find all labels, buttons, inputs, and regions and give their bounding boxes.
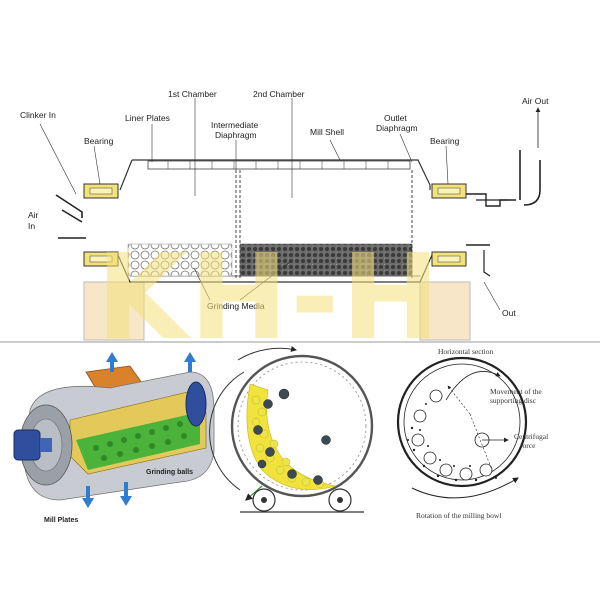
bearing-right-label: Bearing	[430, 136, 460, 146]
air-out-label: Air Out	[522, 96, 549, 106]
mill-cross-section: Clinker In Bearing Liner Plates 1st Cham…	[0, 89, 600, 343]
mill-3d-illustration: Grinding balls Mill Plates	[13, 352, 215, 524]
drive-motor	[13, 429, 41, 461]
grinding-balls-3d	[76, 412, 200, 470]
outlet-diaphragm-label-2: Diaphragm	[376, 123, 418, 133]
mill-shell-label: Mill Shell	[310, 127, 344, 137]
up-arrow-left	[106, 352, 118, 372]
movement-label-2: supporting disc	[490, 396, 537, 405]
liner-plates-label: Liner Plates	[125, 113, 170, 123]
watermark: KH-H	[96, 228, 442, 366]
mill-rotation-circle	[209, 346, 374, 513]
planetary-section: Horizontal section Movement of the suppo…	[396, 347, 548, 520]
rotation-label: Rotation of the milling bowl	[416, 511, 501, 520]
horizontal-section-label: Horizontal section	[438, 347, 493, 356]
intermediate-diaphragm-label-2: Diaphragm	[215, 130, 257, 140]
grinding-balls-label: Grinding balls	[146, 469, 193, 476]
chamber2-label: 2nd Chamber	[253, 89, 305, 99]
milling-bowl	[396, 356, 528, 488]
movement-label-1: Movement of the	[490, 387, 542, 396]
grinding-media-chamber2	[239, 243, 413, 277]
liner-plates	[147, 160, 411, 170]
air-in-label-1: Air	[28, 210, 39, 220]
air-in-label-2: In	[28, 221, 35, 231]
grinding-media-chamber1	[127, 243, 233, 277]
outlet-diaphragm-label-1: Outlet	[384, 113, 407, 123]
intermediate-diaphragm-label-1: Intermediate	[211, 120, 259, 130]
clinker-inlet-chute	[55, 194, 83, 218]
yellow-charge	[246, 383, 337, 490]
mill-plates-label: Mill Plates	[44, 517, 78, 524]
centrifugal-label-2: force	[520, 441, 536, 450]
grinding-media-label: Grinding Media	[207, 301, 265, 311]
bearing-left-label: Bearing	[84, 136, 114, 146]
left-foundation	[83, 281, 145, 341]
clinker-in-label: Clinker In	[20, 110, 56, 120]
chamber1-label: 1st Chamber	[168, 89, 217, 99]
right-foundation	[419, 281, 471, 341]
centrifugal-label-1: Centrifugal	[514, 432, 548, 441]
out-label: Out	[502, 308, 516, 318]
